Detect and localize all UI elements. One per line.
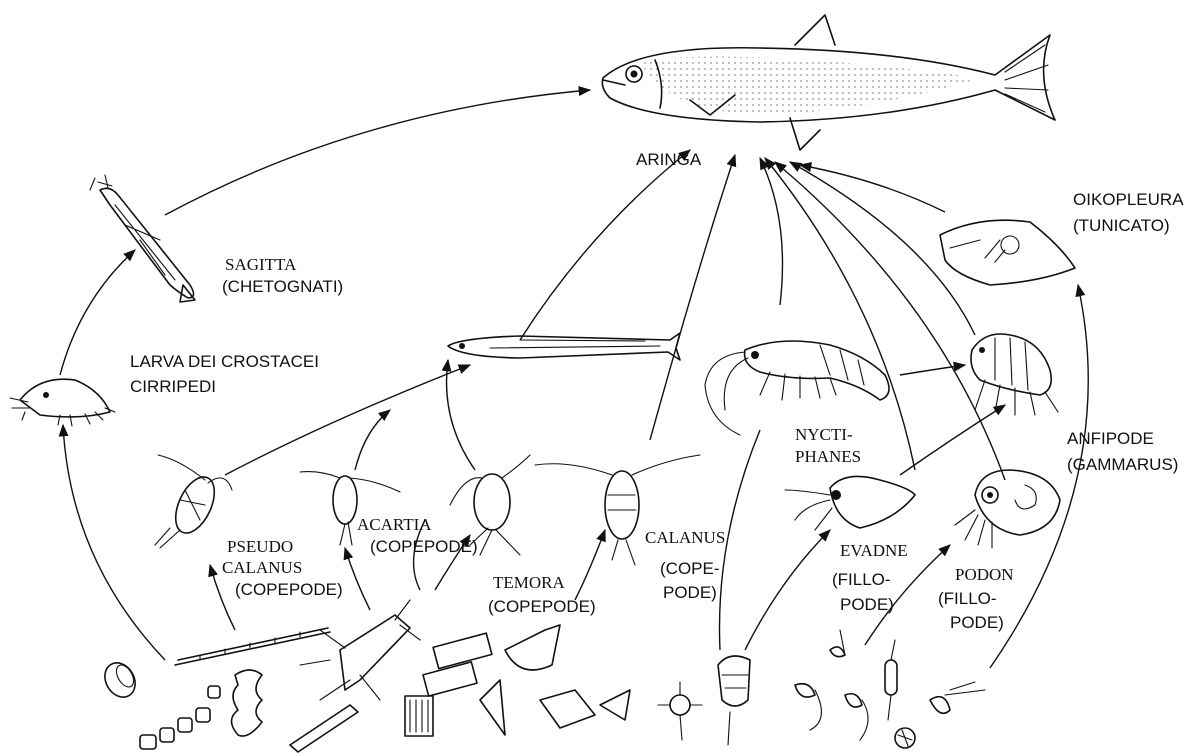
label-calanus-group: (COPE- [660, 559, 720, 578]
label-temora-group: (COPEPODE) [488, 597, 596, 616]
label-sagitta-group: (CHETOGNATI) [222, 277, 343, 296]
arrow-phyto-to-acartia [345, 548, 370, 610]
label-oikopleura: OIKOPLEURA [1073, 190, 1184, 209]
dinoflagellate-icon [480, 625, 630, 735]
label-larva-group: CIRRIPEDI [130, 377, 216, 396]
podon-cladoceran-icon [955, 470, 1060, 548]
flagellate-icon [658, 682, 702, 740]
label-acartia: ACARTIA [357, 515, 432, 534]
diatom-star-icon [300, 600, 420, 700]
arrow-evadne-to-herring [765, 158, 915, 470]
label-podon-group: (FILLO- [938, 589, 997, 608]
label-evadne: EVADNE [840, 541, 908, 560]
label-anfipode-group: (GAMMARUS) [1067, 455, 1178, 474]
label-evadne-group: (FILLO- [832, 570, 891, 589]
arrow-phyto-to-evadne [745, 530, 830, 650]
label-nycti: NYCTI- [795, 425, 853, 444]
herring-fish-icon [602, 15, 1055, 150]
label-temora: TEMORA [493, 573, 566, 592]
label-anfipode: ANFIPODE [1067, 429, 1154, 448]
amphipod-icon [971, 334, 1058, 415]
flagellate-icon [795, 630, 868, 740]
arrow-worm-icon [90, 175, 195, 302]
diatom-stack-icon [405, 633, 492, 736]
krill-icon [705, 341, 889, 435]
arrow-nycti-to-herring [760, 158, 783, 305]
diatom-rod-icon [885, 640, 897, 720]
barnacle-larva-icon [10, 379, 115, 426]
label-aringa: ARINGA [636, 150, 702, 169]
arrow-oikopleura-to-herring [800, 165, 945, 212]
species-labels: ARINGA OIKOPLEURA (TUNICATO) SAGITTA (CH… [130, 150, 1184, 632]
label-larva: LARVA DEI CROSTACEI [130, 352, 319, 371]
diatom-filament-icon [175, 628, 330, 665]
arrow-phyto-to-calanus [575, 530, 605, 600]
label-evadne-group-2: PODE) [840, 595, 894, 614]
arrow-phyto-to-nycti [720, 430, 761, 650]
label-calanus-group-2: PODE) [663, 583, 717, 602]
label-pseudo: PSEUDO [227, 537, 293, 556]
evadne-cladoceran-icon [785, 476, 915, 530]
pseudocalanus-copepod-icon [155, 455, 232, 548]
calanus-copepod-icon [535, 455, 700, 565]
diatom-rod-icon [290, 705, 358, 752]
label-oikopleura-group: (TUNICATO) [1073, 216, 1170, 235]
arrow-phyto-to-larva [63, 425, 165, 660]
diatom-icon [895, 682, 985, 748]
label-calanus-pseudo: CALANUS [222, 558, 302, 577]
arrow-acartia-to-sandeel [355, 410, 390, 470]
label-podon: PODON [955, 565, 1014, 584]
label-acartia-group: (COPEPODE) [370, 537, 478, 556]
arrow-larva-to-sagitta [60, 250, 135, 375]
diatom-icon [140, 686, 220, 749]
arrow-anfipode-to-herring [790, 162, 975, 335]
label-podon-group-2: PODE) [950, 613, 1004, 632]
label-nycti-2: PHANES [795, 447, 861, 466]
arrow-sagitta-to-herring [165, 90, 590, 215]
tunicate-icon [940, 220, 1075, 285]
arrow-temora-to-sandeel [447, 360, 475, 470]
sand-eel-larva-icon [448, 333, 680, 360]
diatom-icon [99, 657, 141, 702]
label-calanus: CALANUS [645, 528, 725, 547]
arrow-sandeel-to-herring [520, 150, 690, 340]
arrow-pseudo-to-sandeel [225, 365, 470, 475]
label-sagitta: SAGITTA [225, 255, 297, 274]
arrow-calanus-to-herring [650, 155, 735, 440]
tintinnid-icon [718, 656, 750, 745]
label-pseudo-group: (COPEPODE) [235, 580, 343, 599]
diatom-chain-icon [232, 670, 263, 736]
